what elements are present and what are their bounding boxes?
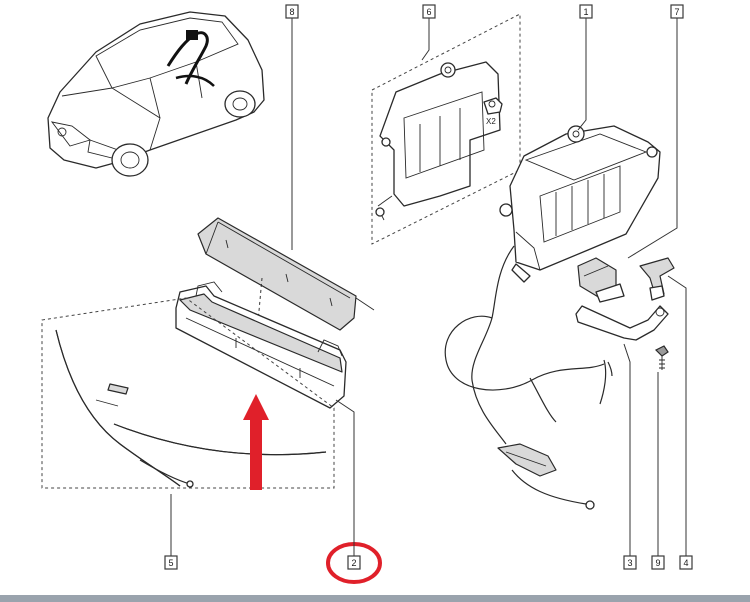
callout-5-label: 5 xyxy=(168,558,173,568)
callout-8-label: 8 xyxy=(289,7,294,17)
callout-1: 1 xyxy=(579,4,593,19)
callout-2-label: 2 xyxy=(351,558,356,568)
callout-3: 3 xyxy=(623,555,637,570)
callout-1-label: 1 xyxy=(583,7,588,17)
car-illustration xyxy=(47,11,265,177)
footer-bar xyxy=(0,595,750,602)
callout-6: 6 xyxy=(422,4,436,19)
part-8-cover xyxy=(197,217,375,331)
part-7-pieces xyxy=(577,257,625,303)
callout-7-label: 7 xyxy=(674,7,679,17)
part-2-frame xyxy=(175,281,347,409)
callout-9: 9 xyxy=(651,555,665,570)
part-5-cable-set xyxy=(41,297,335,489)
part-9-screw xyxy=(654,345,669,370)
callout-4-label: 4 xyxy=(683,558,688,568)
highlight-arrow xyxy=(243,394,269,490)
callout-9-label: 9 xyxy=(655,558,660,568)
callout-6-label: 6 xyxy=(426,7,431,17)
clip-x2: X2 xyxy=(483,97,503,126)
leader-lines xyxy=(170,18,687,556)
lower-mechanism xyxy=(497,443,557,477)
quantity-marker: X2 xyxy=(486,117,496,126)
callout-7: 7 xyxy=(670,4,684,19)
part-3-rod xyxy=(575,305,669,341)
part-6-bracket-group: X2 xyxy=(371,13,521,245)
part-1-module xyxy=(499,125,661,283)
callout-5: 5 xyxy=(164,555,178,570)
part-4-knob xyxy=(639,257,675,301)
callout-3-label: 3 xyxy=(627,558,632,568)
callout-4: 4 xyxy=(679,555,693,570)
callout-8: 8 xyxy=(285,4,299,19)
callout-2: 2 xyxy=(347,555,361,570)
